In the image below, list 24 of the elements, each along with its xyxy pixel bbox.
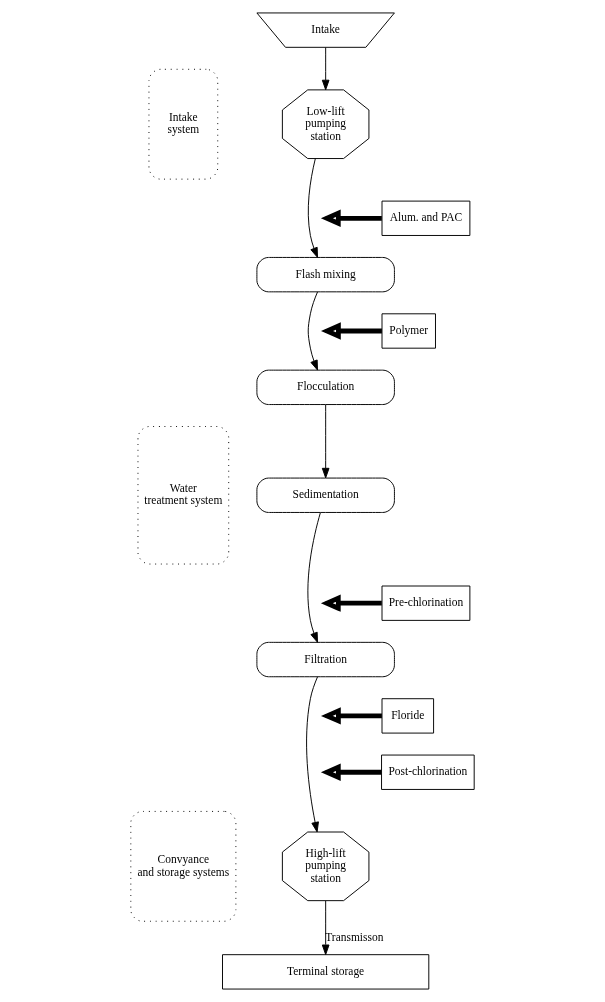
arrow [320, 209, 382, 227]
arrow [320, 707, 382, 725]
node-box: Filtration [256, 641, 395, 678]
node-box: Post-chlorination [381, 754, 475, 790]
arrow [307, 158, 319, 258]
node-box: Flash mixing [256, 256, 395, 293]
arrow [321, 47, 330, 91]
arrow [320, 594, 382, 612]
node-box: Alum. and PAC [381, 200, 471, 236]
arrow [307, 512, 321, 643]
node-box: Floride [381, 698, 435, 734]
node-box: Pre-chlorination [381, 585, 471, 621]
arrow [320, 763, 382, 781]
node-box: Intake system [148, 68, 219, 180]
node-box: Water treatment system [137, 426, 230, 565]
node-box: Polymer [381, 313, 436, 349]
arrow [321, 404, 330, 479]
node-box: Terminal storage [222, 954, 430, 990]
arrow [321, 900, 330, 955]
node-box: Sedimentation [256, 477, 395, 513]
node-box: Convyance and storage systems [130, 810, 237, 922]
arrow [306, 676, 319, 833]
node-box: Flocculation [256, 369, 395, 405]
arrow [307, 291, 319, 371]
